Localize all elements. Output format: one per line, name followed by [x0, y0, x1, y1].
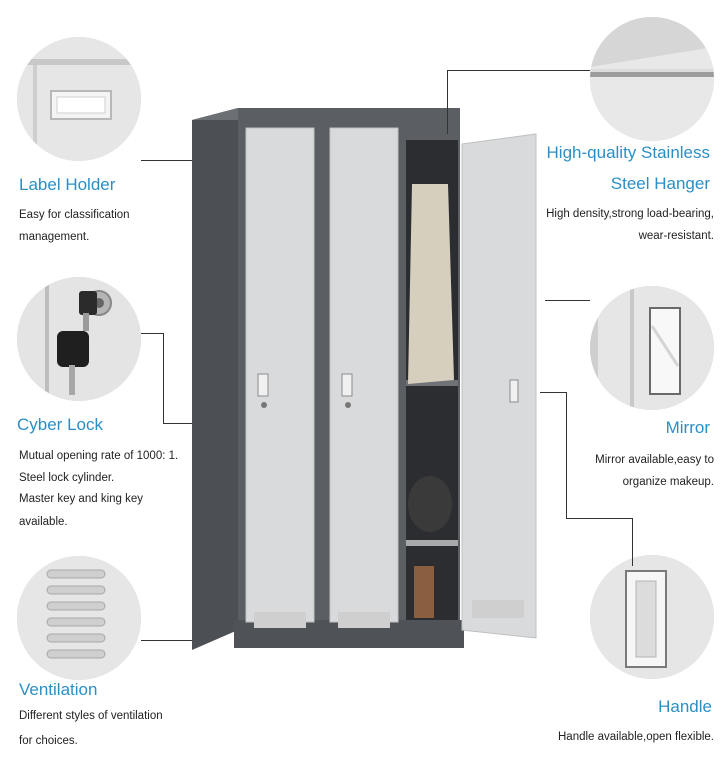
handle-connector-v1	[566, 392, 567, 518]
hanger-title-2: Steel Hanger	[610, 174, 710, 193]
handle-connector-h1	[540, 392, 566, 393]
cyber-lock-connector-h2	[163, 423, 195, 424]
label-holder-desc-2: management.	[19, 231, 90, 243]
hanger-desc-2: wear-resistant.	[638, 230, 714, 242]
label-holder-desc-1: Easy for classification	[19, 209, 130, 221]
cyber-lock-connector-h1	[141, 333, 163, 334]
handle-desc-1: Handle available,open flexible.	[558, 731, 714, 743]
vent-closeup-icon	[17, 556, 141, 680]
locker-cabinet-illustration	[192, 108, 537, 650]
mirror-desc-2: organize makeup.	[622, 476, 714, 488]
hanger-desc-1: High density,strong load-bearing,	[546, 208, 714, 220]
ventilation-connector	[141, 640, 195, 641]
hanger-rod-closeup-icon	[590, 17, 714, 141]
cyber-lock-desc-2: Steel lock cylinder.	[19, 472, 115, 484]
label-holder-title: Label Holder	[19, 175, 116, 194]
hanger-connector-v	[447, 70, 448, 134]
handle-title: Handle	[658, 697, 712, 716]
cyber-lock-title: Cyber Lock	[17, 415, 103, 434]
handle-connector-v2	[632, 518, 633, 566]
cyber-lock-desc-1: Mutual opening rate of 1000: 1.	[19, 450, 179, 462]
ventilation-desc-2: for choices.	[19, 735, 78, 747]
handle-connector-h2	[566, 518, 632, 519]
ventilation-title: Ventilation	[19, 680, 98, 699]
mirror-title: Mirror	[665, 418, 710, 437]
lock-key-closeup-icon	[17, 277, 141, 401]
label-holder-closeup-icon	[17, 37, 141, 161]
cyber-lock-desc-4: available.	[19, 516, 68, 528]
handle-closeup-icon	[590, 555, 714, 679]
label-holder-connector	[141, 160, 195, 161]
mirror-connector	[545, 300, 590, 301]
mirror-closeup-icon	[590, 286, 714, 410]
hanger-connector-h	[447, 70, 590, 71]
hanger-title-1: High-quality Stainless	[546, 143, 710, 162]
ventilation-desc-1: Different styles of ventilation	[19, 710, 163, 722]
cyber-lock-desc-3: Master key and king key	[19, 493, 144, 505]
mirror-desc-1: Mirror available,easy to	[595, 454, 714, 466]
cyber-lock-connector-v	[163, 333, 164, 423]
